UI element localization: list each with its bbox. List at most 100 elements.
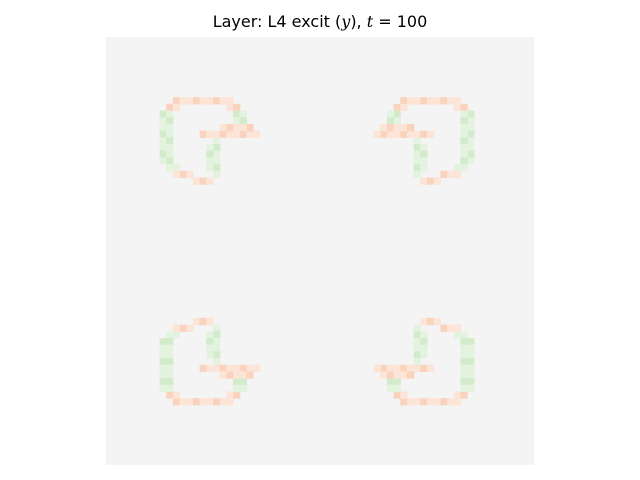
heatmap-cell-bottom-right-arc-6 [440,398,448,406]
heatmap-cell-bottom-right-right-0 [467,337,475,346]
heatmap-cell-bottom-right-right-17 [453,331,462,339]
heatmap-cell-top-left-bottom-3 [199,177,207,185]
heatmap-cell-bottom-left-top-3 [199,317,207,326]
heatmap-cell-top-right-arc-2 [413,97,421,105]
heatmap-cell-top-right-left-8 [413,157,421,165]
heatmap-cell-top-left-bottom-0 [179,170,187,179]
heatmap-cell-bottom-left-left-0 [159,337,167,346]
heatmap-cell-bottom-left-arc-1 [179,398,187,406]
heatmap-cell-top-right-bar-7 [427,130,435,138]
heatmap-cell-bottom-right-bar-10 [393,371,401,379]
heatmap-cell-bottom-left-bar-13 [253,364,261,372]
heatmap-cell-bottom-right-top-0 [440,324,448,332]
heatmap-cell-bottom-right-arc-1 [406,398,415,406]
heatmap-cell-top-right-right-10 [460,123,468,132]
heatmap-cell-top-right-bottom-0 [440,170,448,179]
heatmap-cell-bottom-left-bar-0 [199,364,207,372]
heatmap-cell-top-left-left-6 [159,150,167,158]
heatmap-cell-top-left-bar-13 [253,130,261,138]
heatmap-cell-bottom-right-right-9 [460,337,468,346]
heatmap-cell-top-right-bar-1 [386,130,395,138]
heatmap-cell-top-left-arc-0 [172,97,181,105]
heatmap-cell-top-right-bar-8 [380,123,388,132]
heatmap-cell-top-right-bottom-5 [453,170,462,179]
heatmap-cell-top-left-arc-6 [213,97,221,105]
heatmap-cell-bottom-left-right-14 [206,351,214,359]
heatmap-cell-bottom-right-bar-7 [427,364,435,372]
heatmap-cell-top-left-left-2 [159,123,167,132]
chart-title-mid: ), [350,12,367,31]
heatmap-cell-bottom-left-left-13 [166,364,174,372]
heatmap-cell-bottom-left-arc-8 [226,398,234,406]
heatmap-cell-bottom-left-arc-7 [219,398,227,406]
heatmap-cell-top-right-right-3 [467,130,475,138]
heatmap-cell-top-right-bottom-2 [420,177,428,185]
heatmap-cell-bottom-right-right-15 [460,378,468,386]
heatmap-cell-top-right-arc-11 [453,103,462,112]
heatmap-cell-top-left-arc-2 [186,97,194,105]
heatmap-cell-top-left-arc-5 [206,97,214,105]
heatmap-cell-bottom-left-top-0 [179,324,187,332]
heatmap-cell-bottom-right-left-12 [420,337,428,346]
heatmap-cell-bottom-left-left-4 [159,364,167,372]
heatmap-cell-bottom-left-left-8 [166,331,174,339]
heatmap-cell-top-right-bar-12 [406,123,415,132]
heatmap-cell-top-left-right-8 [213,157,221,165]
heatmap-cell-bottom-left-right-11 [206,331,214,339]
heatmap-cell-top-right-right-8 [460,110,468,118]
heatmap-cell-bottom-left-left-9 [166,337,174,346]
heatmap-cell-bottom-right-right-2 [467,351,475,359]
heatmap-cell-top-right-bar-6 [420,130,428,138]
heatmap-cell-top-left-right-2 [239,110,248,118]
heatmap-cell-top-left-bar-12 [246,123,254,132]
heatmap-cell-bottom-right-arc-2 [413,398,421,406]
heatmap-cell-top-right-arc-6 [440,97,448,105]
heatmap-cell-top-left-right-11 [206,144,214,152]
heatmap-cell-top-left-right-7 [213,150,221,158]
heatmap-cell-top-left-arc-8 [226,97,234,105]
heatmap-cell-top-right-right-14 [460,150,468,158]
heatmap-cell-top-right-right-11 [460,130,468,138]
heatmap-cell-bottom-right-top-3 [427,317,435,326]
heatmap-cell-bottom-right-left-4 [386,384,395,393]
heatmap-cell-bottom-right-left-9 [413,351,421,359]
heatmap-cell-top-left-right-14 [206,164,214,172]
heatmap-cell-top-right-bar-3 [400,130,408,138]
heatmap-cell-bottom-right-left-14 [420,351,428,359]
heatmap-cell-top-left-left-7 [159,157,167,165]
heatmap-cell-top-right-left-12 [420,150,428,158]
heatmap-cell-bottom-right-arc-8 [453,398,462,406]
heatmap-cell-top-right-right-16 [460,164,468,172]
heatmap-cell-top-left-left-9 [166,117,174,125]
heatmap-cell-top-left-left-8 [166,110,174,118]
heatmap-cell-top-left-bar-5 [233,130,241,138]
heatmap-cell-top-right-bottom-1 [447,170,455,179]
heatmap-cell-top-right-left-1 [393,117,401,125]
heatmap-cell-top-right-bar-13 [373,130,381,138]
heatmap-cell-top-right-right-9 [460,117,468,125]
heatmap-cell-bottom-right-arc-3 [420,398,428,406]
heatmap-cell-bottom-left-bar-11 [239,371,248,379]
heatmap-cell-bottom-left-left-16 [166,384,174,393]
heatmap-cell-top-right-left-9 [413,164,421,172]
heatmap-cell-top-left-left-5 [159,144,167,152]
heatmap-cell-top-right-left-7 [413,150,421,158]
heatmap-plot [106,37,534,465]
heatmap-cell-bottom-left-bar-8 [219,371,227,379]
heatmap-cell-top-left-bottom-2 [192,177,201,185]
heatmap-cell-bottom-left-arc-5 [206,398,214,406]
heatmap-cell-top-left-arc-9 [166,103,174,112]
heatmap-cell-top-left-left-4 [159,137,167,145]
heatmap-cells [159,97,475,406]
heatmap-cell-bottom-left-bar-7 [246,364,254,372]
heatmap-cell-bottom-right-left-7 [413,337,421,346]
heatmap-cell-top-right-arc-12 [460,103,468,112]
heatmap-cell-top-left-left-10 [166,123,174,132]
heatmap-cell-bottom-left-bar-6 [239,364,248,372]
heatmap-cell-top-right-left-10 [413,170,421,179]
heatmap-cell-bottom-right-right-3 [467,358,475,366]
heatmap-cell-top-left-arc-11 [226,103,234,112]
heatmap-cell-bottom-right-left-8 [413,344,421,352]
heatmap-cell-top-left-bar-2 [213,130,221,138]
